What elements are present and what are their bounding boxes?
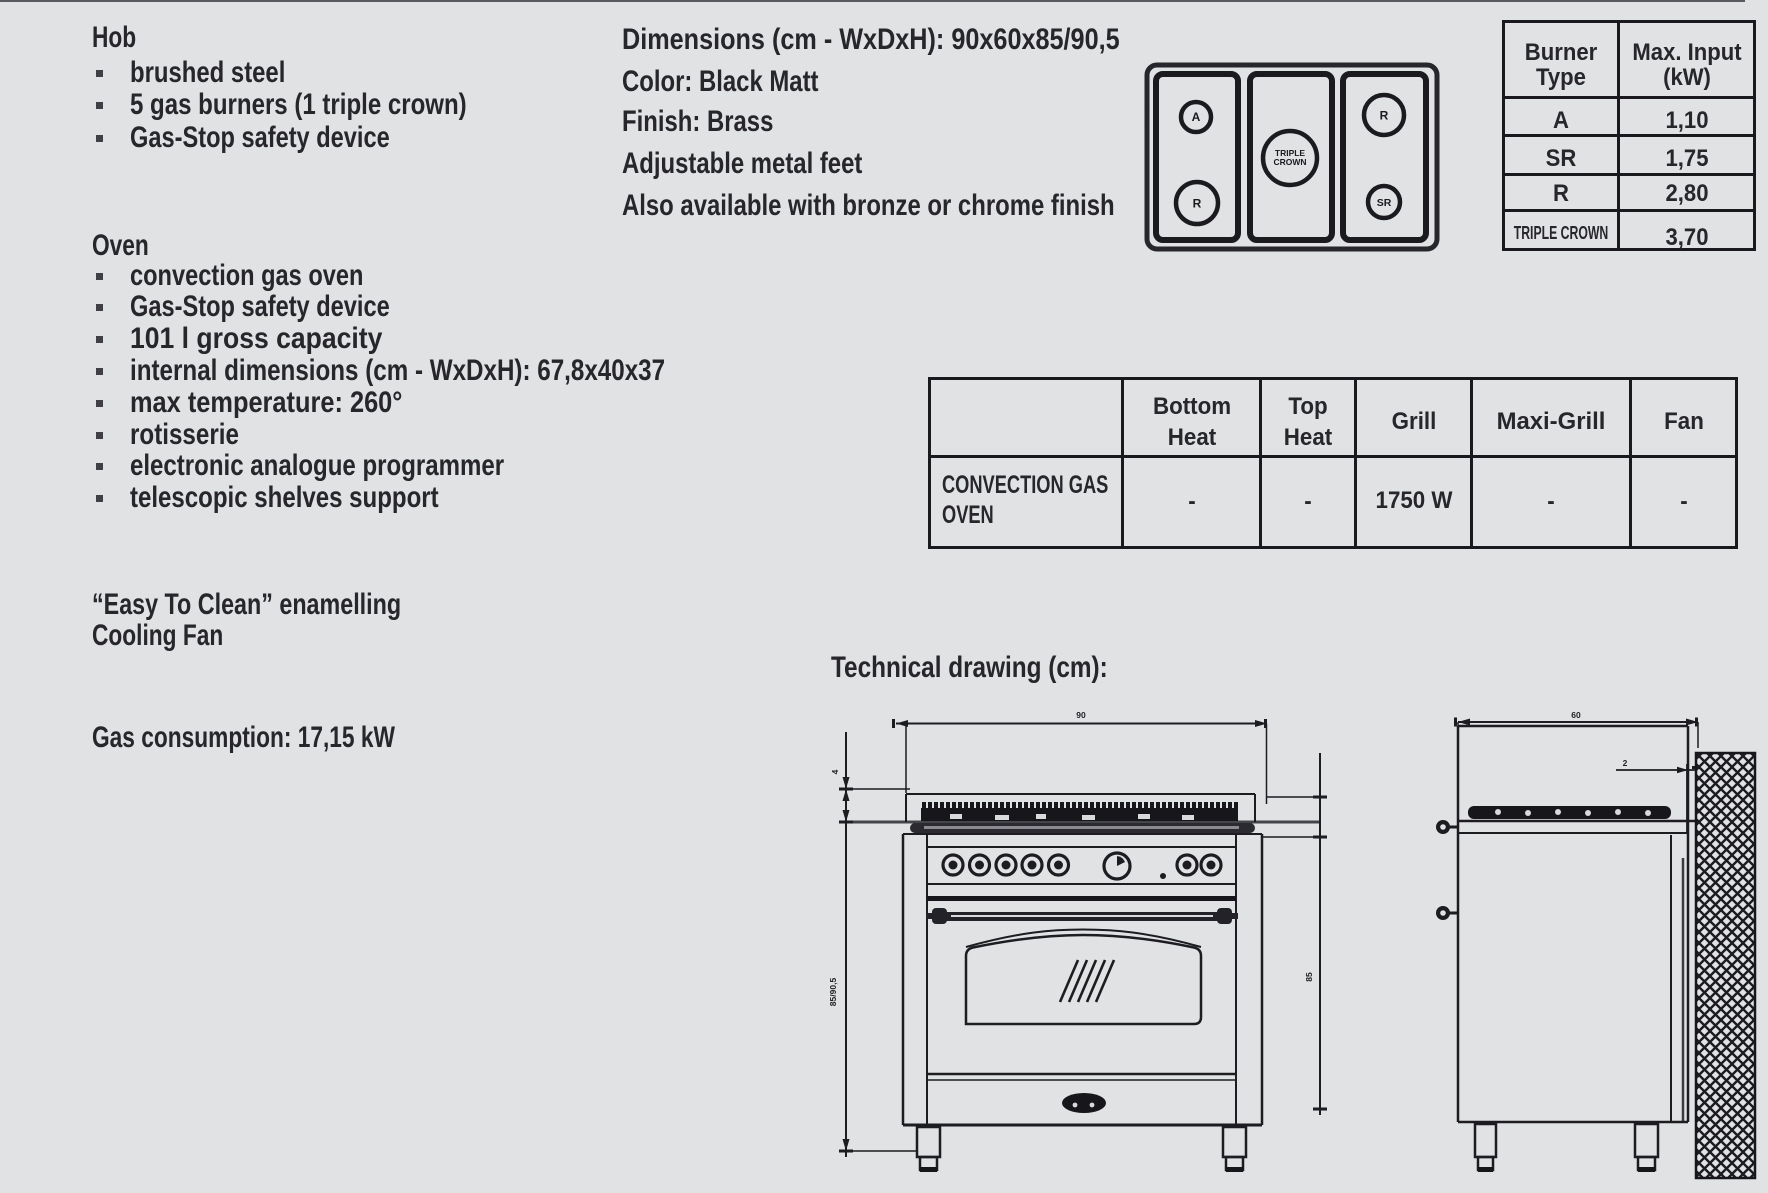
svg-text:SR: SR (1377, 197, 1392, 209)
svg-text:R: R (1193, 197, 1202, 211)
svg-text:85/90,5: 85/90,5 (828, 978, 838, 1007)
svg-text:TRIPLE: TRIPLE (1275, 148, 1306, 158)
svg-text:2: 2 (1623, 758, 1628, 768)
svg-text:R: R (1380, 109, 1389, 123)
svg-text:A: A (1192, 110, 1201, 124)
svg-text:CROWN: CROWN (1273, 157, 1306, 167)
svg-text:60: 60 (1571, 710, 1581, 720)
svg-text:85: 85 (1304, 972, 1314, 982)
svg-text:90: 90 (1076, 710, 1086, 720)
svg-text:4: 4 (830, 769, 840, 774)
